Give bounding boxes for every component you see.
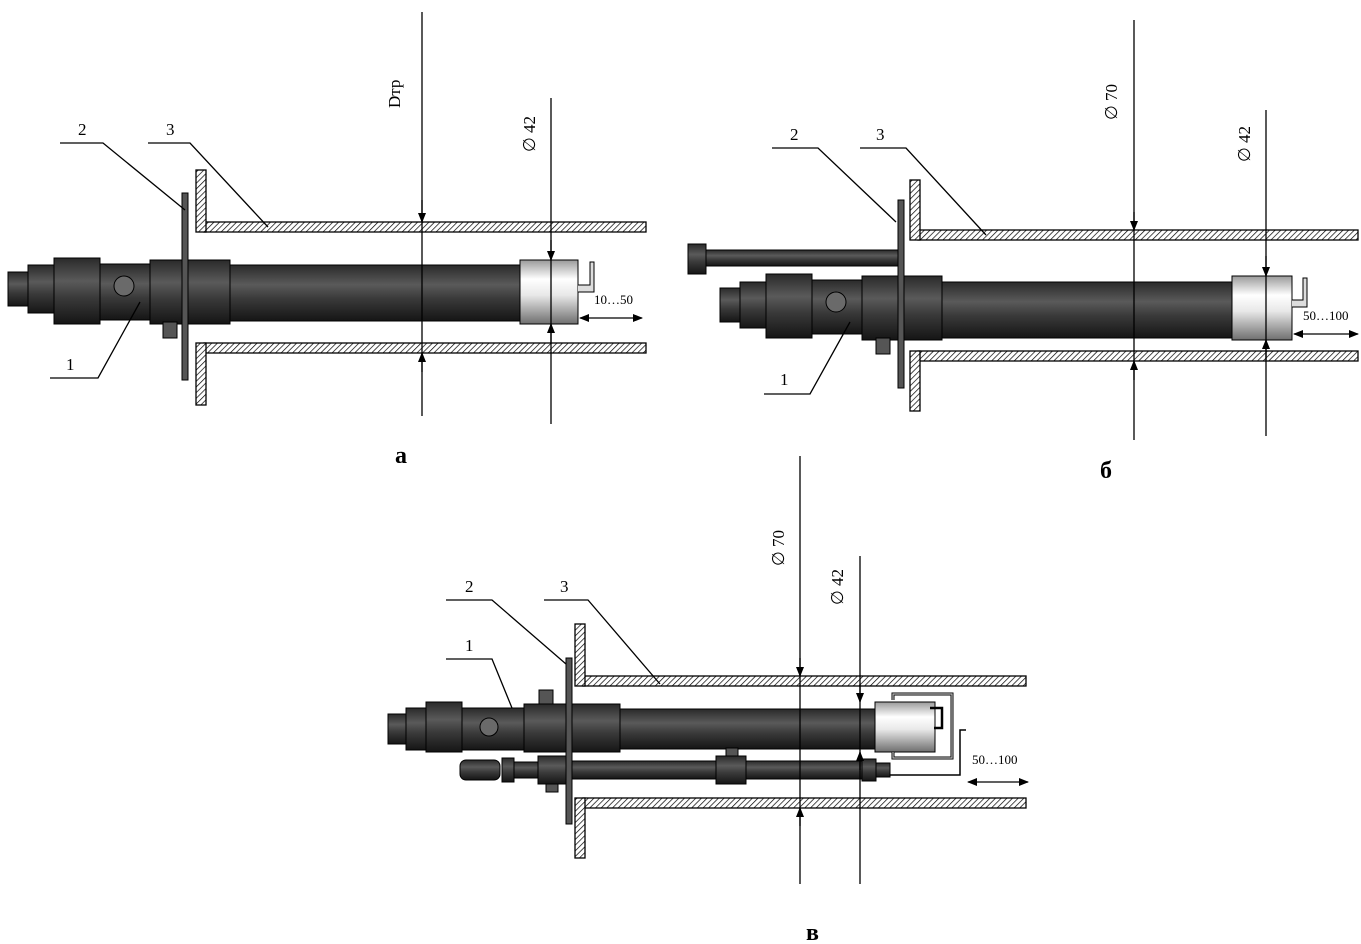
electrode-bracket [888,692,966,776]
mounting-flange [565,657,573,825]
mounting-flange [897,199,905,389]
electrode-hook [578,261,595,293]
dim-tube-label: ∅ 70 [769,530,788,566]
view-caption-a: а [395,443,407,469]
dim-cup-label: ∅ 42 [1235,126,1254,162]
view-caption-b: б [1100,458,1112,484]
dim-gap-label: 50…100 [1303,308,1349,323]
view-caption-c: в [806,920,819,944]
dim-gap-label: 50…100 [972,752,1018,767]
dim-gap-label: 10…50 [594,292,633,307]
tube-walls [574,623,1027,859]
label-1: 1 [780,370,789,389]
burner-body [719,273,1235,355]
view-c: ∅ 70 ∅ 42 50…100 2 3 1 в [387,456,1029,944]
mounting-flange [181,192,189,381]
label-3: 3 [876,125,885,144]
burner-nozzle-cup [874,701,936,753]
electrode-hook [1292,277,1308,308]
label-3: 3 [560,577,569,596]
dim-tube-label: Dтр [385,80,404,108]
label-3: 3 [166,120,175,139]
label-2: 2 [465,577,474,596]
label-2: 2 [78,120,87,139]
dim-cup-label: ∅ 42 [520,116,539,152]
burner-body [387,689,877,753]
label-1: 1 [465,636,474,655]
dim-cup-label: ∅ 42 [828,569,847,605]
view-b: ∅ 70 ∅ 42 50…100 2 3 1 б [687,20,1359,484]
burner-nozzle-cup [1231,275,1293,341]
label-1: 1 [66,355,75,374]
label-2: 2 [790,125,799,144]
burner-body [7,257,523,339]
tube-walls [909,179,1359,412]
dim-tube-label: ∅ 70 [1102,84,1121,120]
igniter-rod [687,243,901,275]
igniter-rod [459,747,891,793]
burner-nozzle-cup [519,259,579,325]
view-a: Dтр ∅ 42 10…50 2 3 1 а [7,12,647,469]
